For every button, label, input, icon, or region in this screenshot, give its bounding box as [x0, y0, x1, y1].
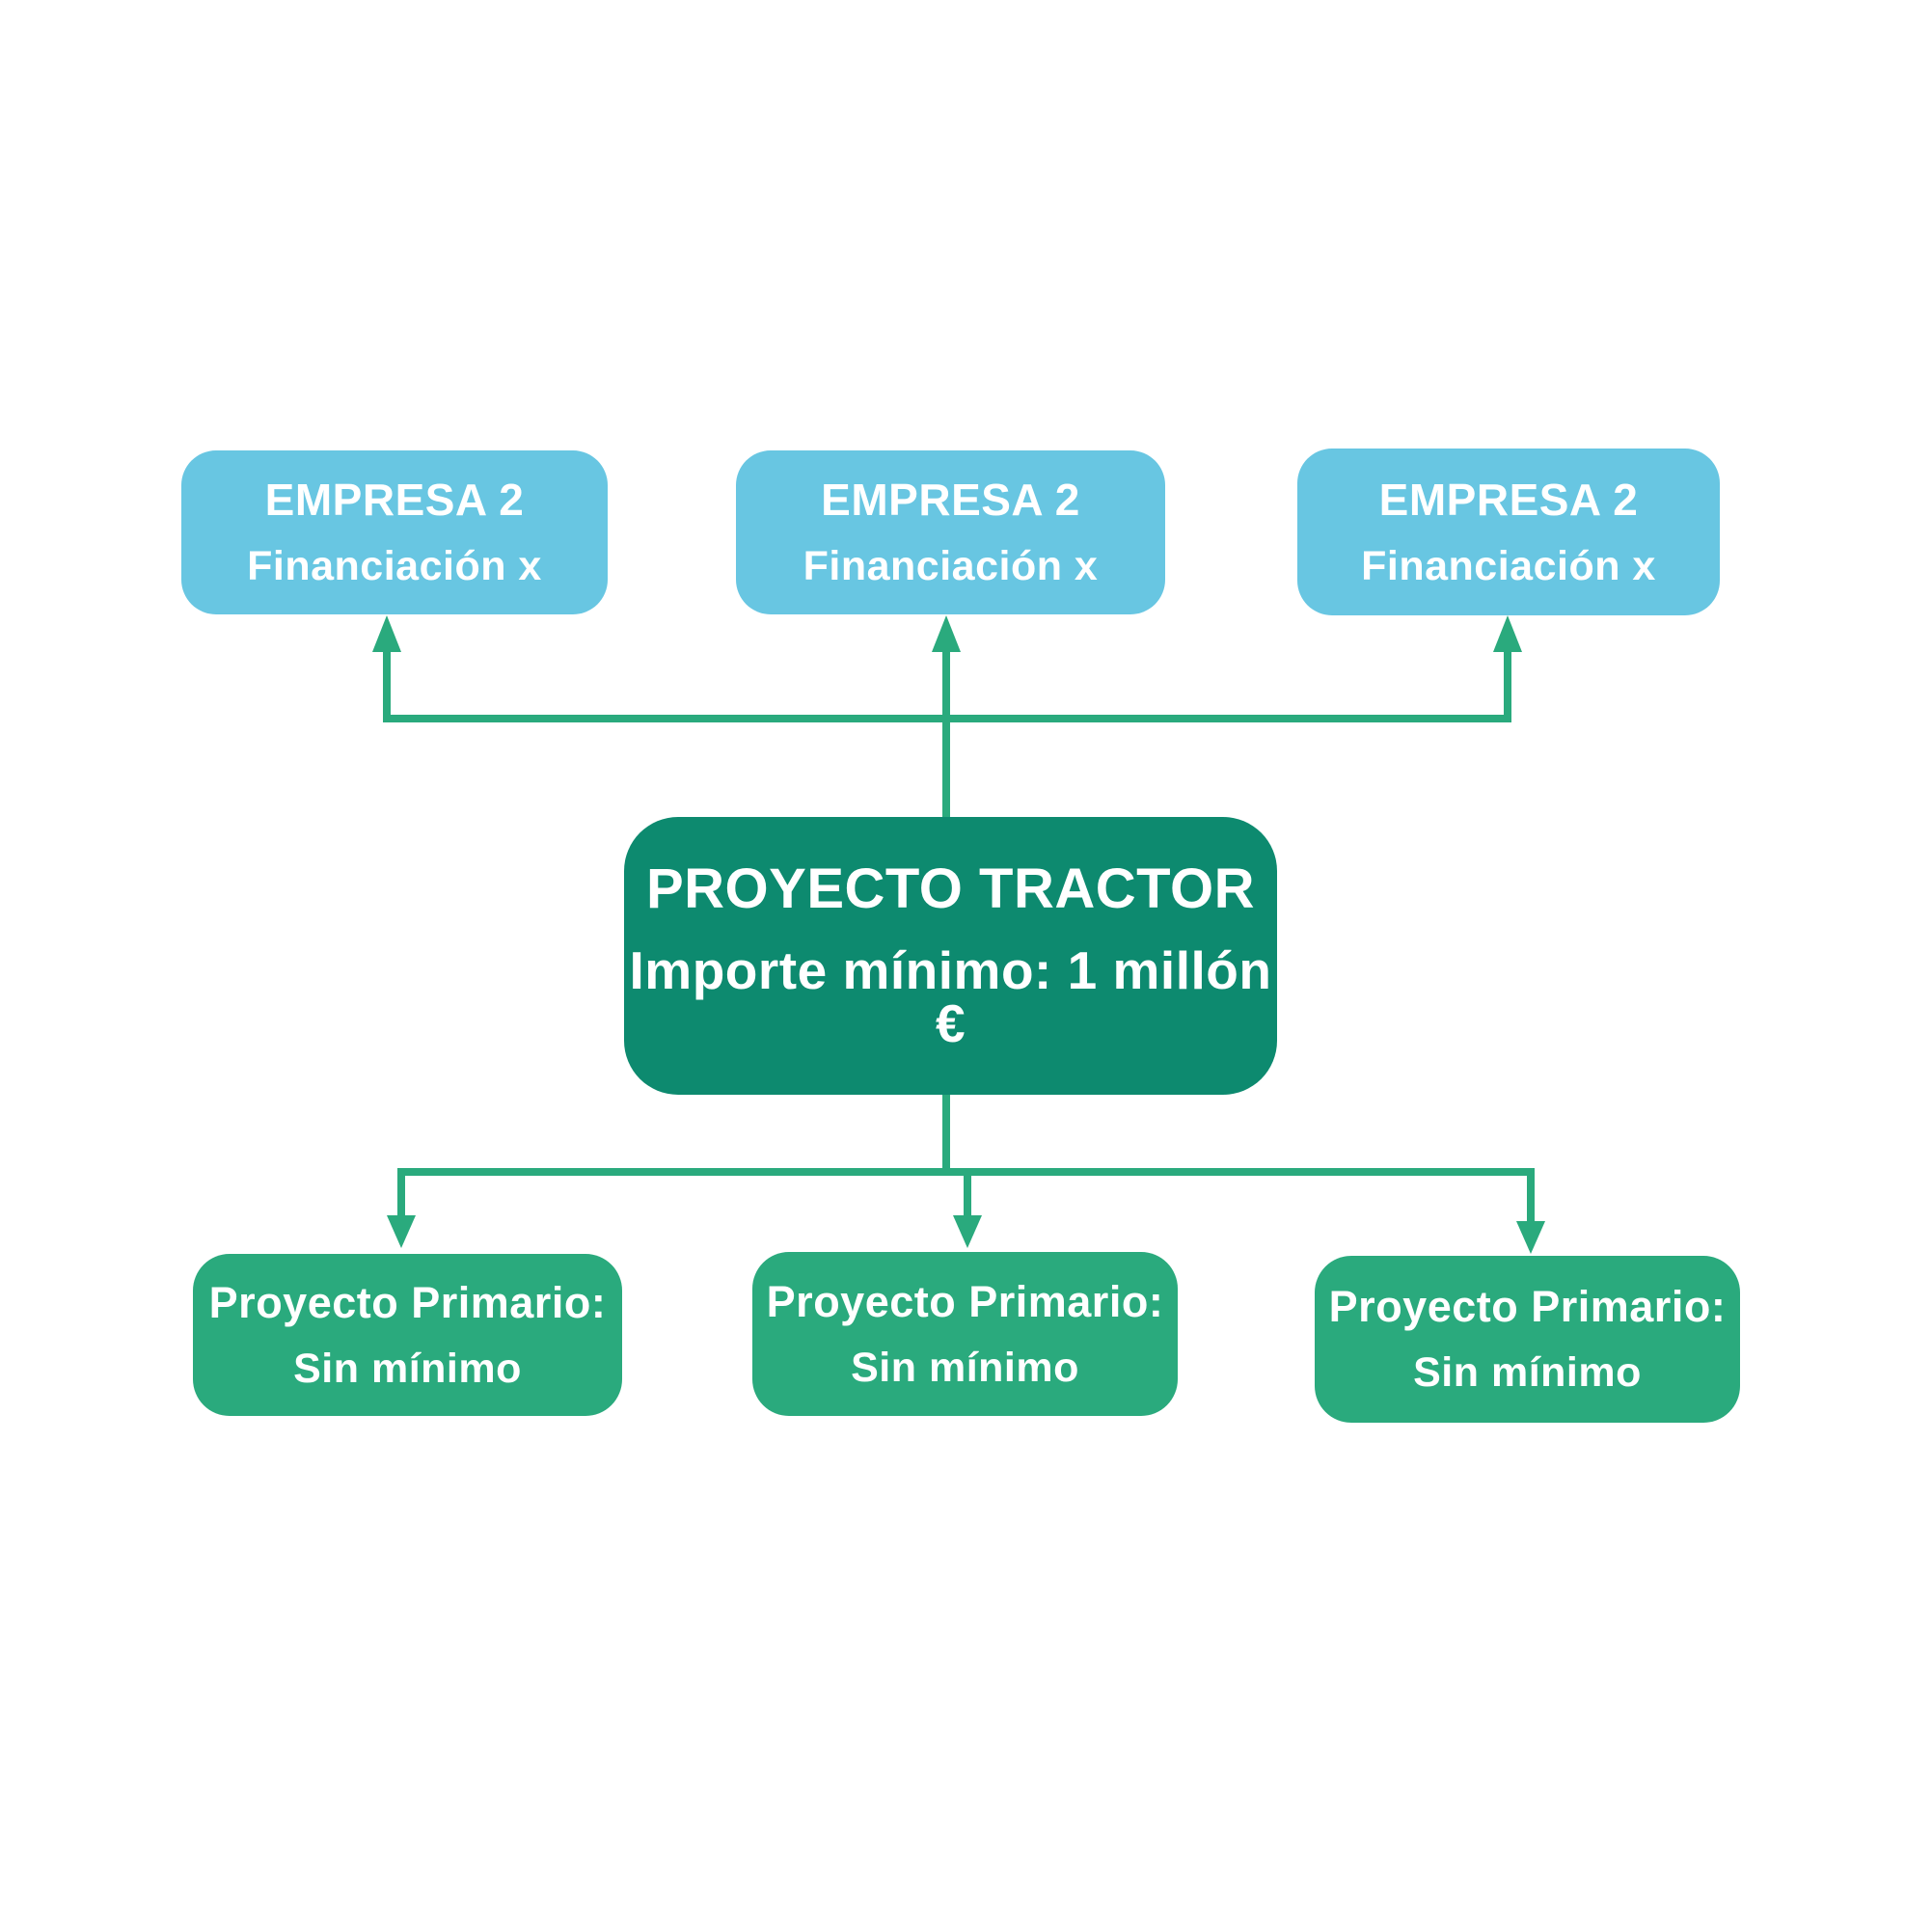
arrow-down-icon: [387, 1215, 416, 1248]
bottom-box-primario-2: Proyecto Primario: Sin mínimo: [752, 1252, 1178, 1416]
top-box-empresa-1: EMPRESA 2 Financiación x: [181, 450, 608, 614]
bottom-box-2-title: Proyecto Primario:: [766, 1276, 1164, 1326]
bottom-box-1-subtitle: Sin mínimo: [293, 1345, 522, 1392]
bottom-box-3-title: Proyecto Primario:: [1328, 1282, 1727, 1331]
bottom-box-1-title: Proyecto Primario:: [208, 1277, 607, 1327]
arrow-up-icon: [1493, 615, 1522, 652]
center-box-title: PROYECTO TRACTOR: [645, 857, 1256, 920]
center-box-proyecto-tractor: PROYECTO TRACTOR Importe mínimo: 1 milló…: [624, 817, 1277, 1095]
top-box-3-subtitle: Financiación x: [1361, 542, 1656, 589]
top-box-2-subtitle: Financiación x: [803, 543, 1099, 589]
center-box-subtitle: Importe mínimo: 1 millón €: [629, 940, 1272, 1053]
bottom-box-primario-3: Proyecto Primario: Sin mínimo: [1315, 1256, 1740, 1423]
bottom-box-primario-1: Proyecto Primario: Sin mínimo: [193, 1254, 622, 1416]
top-connector: [372, 615, 1522, 820]
arrow-up-icon: [932, 615, 961, 652]
arrow-down-icon: [1516, 1221, 1545, 1254]
arrow-down-icon: [953, 1215, 982, 1248]
top-box-1-subtitle: Financiación x: [247, 543, 542, 589]
bottom-box-2-subtitle: Sin mínimo: [851, 1344, 1079, 1391]
top-box-2-title: EMPRESA 2: [821, 475, 1080, 525]
top-box-empresa-3: EMPRESA 2 Financiación x: [1297, 449, 1720, 615]
arrow-up-icon: [372, 615, 401, 652]
bottom-box-3-subtitle: Sin mínimo: [1413, 1349, 1642, 1396]
top-box-1-title: EMPRESA 2: [264, 475, 525, 525]
top-box-empresa-2: EMPRESA 2 Financiación x: [736, 450, 1165, 614]
bottom-connector: [387, 1093, 1545, 1254]
top-box-3-title: EMPRESA 2: [1378, 474, 1639, 525]
